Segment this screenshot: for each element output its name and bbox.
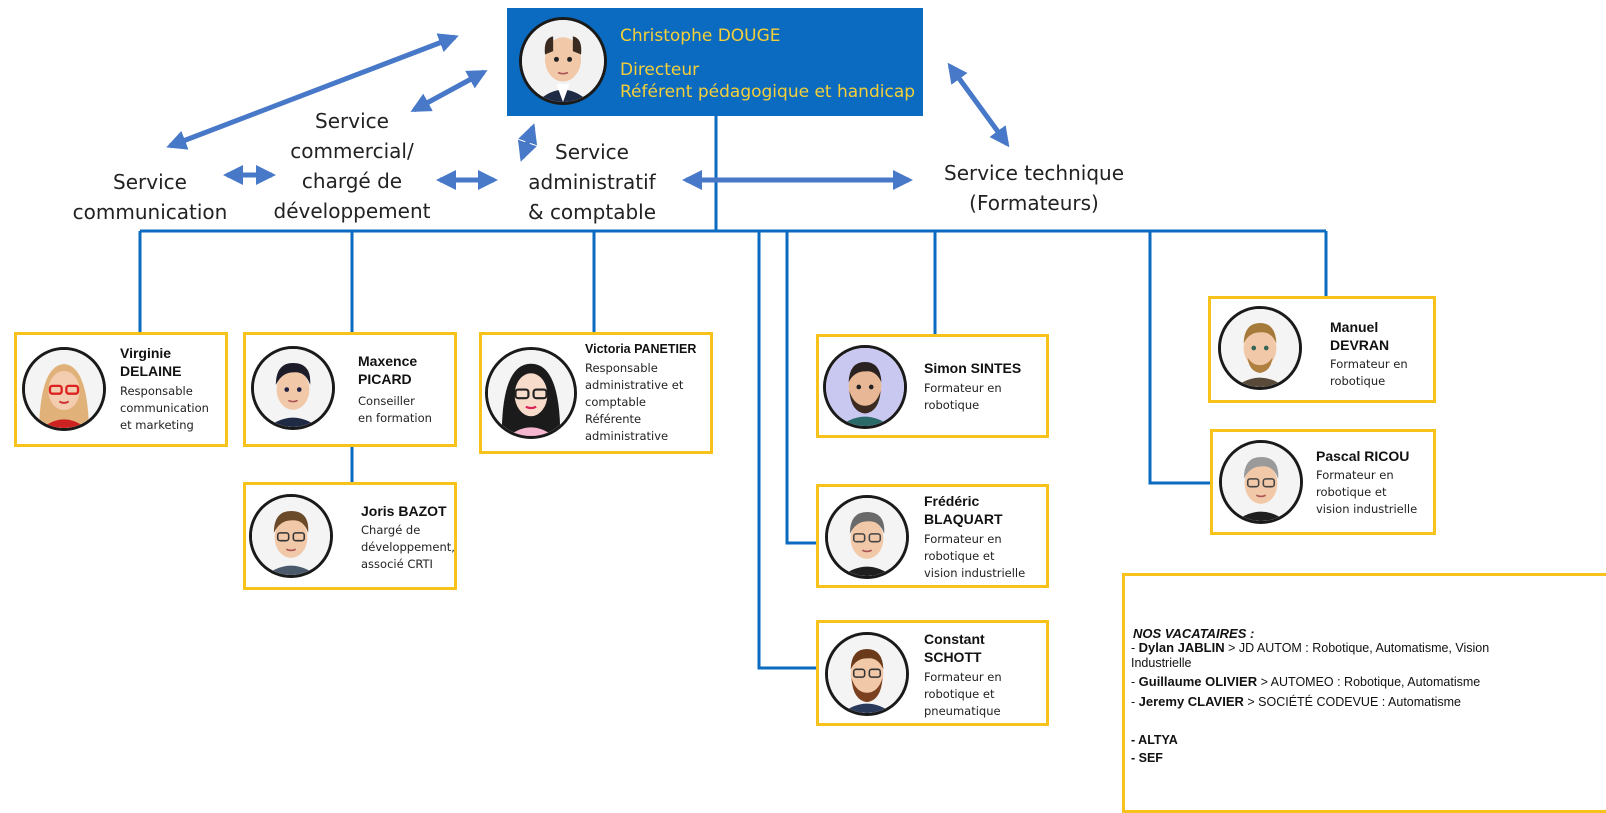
name-picard: Maxence PICARD — [358, 353, 418, 387]
avatar-panetier-icon — [485, 347, 577, 439]
name-blaquart: Frédéric BLAQUART — [924, 493, 1003, 527]
avatar-picard-icon — [251, 346, 335, 430]
role-panetier: Responsable administrative et comptable … — [585, 361, 684, 443]
name-sintes: Simon SINTES — [924, 360, 1022, 376]
vacataire-entry: - Jeremy CLAVIER > SOCIÉTÉ CODEVUE : Aut… — [1131, 694, 1461, 709]
director-avatar-icon — [519, 17, 607, 105]
service-communication: Service communication — [72, 170, 228, 224]
service-technique: Service technique (Formateurs) — [944, 161, 1124, 215]
vacataire-entry: - Guillaume OLIVIER > AUTOMEO : Robotiqu… — [1131, 674, 1481, 689]
role-delaine: Responsable communication et marketing — [120, 384, 209, 432]
vacataire-company: - ALTYA — [1131, 733, 1178, 747]
service-administratif: Service administratif & comptable — [527, 140, 657, 224]
vacataire-entry: - Dylan JABLIN > JD AUTOM : Robotique, A… — [1131, 640, 1490, 655]
name-schott: Constant SCHOTT — [924, 631, 985, 665]
hierarchy-lines — [138, 116, 1328, 670]
service-arrows — [166, 33, 1010, 190]
vacataires-title: NOS VACATAIRES : — [1133, 626, 1255, 641]
avatar-schott-icon — [825, 632, 909, 716]
role-devran: Formateur en robotique — [1330, 357, 1408, 388]
avatar-devran-icon — [1218, 306, 1302, 390]
role-ricou: Formateur en robotique et vision industr… — [1316, 468, 1418, 516]
name-panetier: Victoria PANETIER — [585, 342, 697, 356]
service-commercial: Service commercial/ chargé de développem… — [273, 109, 431, 223]
role-sintes: Formateur en robotique — [924, 381, 1002, 412]
avatar-ricou-icon — [1219, 440, 1303, 524]
director-role: Référent pédagogique et handicap — [620, 82, 916, 102]
role-blaquart: Formateur en robotique et vision industr… — [924, 532, 1026, 580]
avatar-bazot-icon — [249, 494, 333, 578]
avatar-delaine-icon — [22, 347, 106, 431]
org-chart-connectors — [138, 33, 1328, 670]
name-delaine: Virginie DELAINE — [120, 345, 182, 379]
director-title: Directeur — [620, 60, 700, 80]
name-bazot: Joris BAZOT — [361, 503, 447, 519]
role-picard: Conseiller en formation — [358, 394, 432, 425]
name-ricou: Pascal RICOU — [1316, 448, 1410, 464]
director-name: Christophe DOUGE — [620, 26, 781, 46]
avatar-sintes-icon — [823, 345, 907, 429]
vacataire-entry: Industrielle — [1131, 656, 1192, 670]
role-bazot: Chargé de développement, associé CRTI — [361, 523, 455, 571]
name-devran: Manuel DEVRAN — [1330, 319, 1390, 353]
role-schott: Formateur en robotique et pneumatique — [924, 670, 1002, 718]
avatar-blaquart-icon — [825, 495, 909, 579]
vacataires-box — [1122, 573, 1606, 813]
vacataire-company: - SEF — [1131, 751, 1163, 765]
